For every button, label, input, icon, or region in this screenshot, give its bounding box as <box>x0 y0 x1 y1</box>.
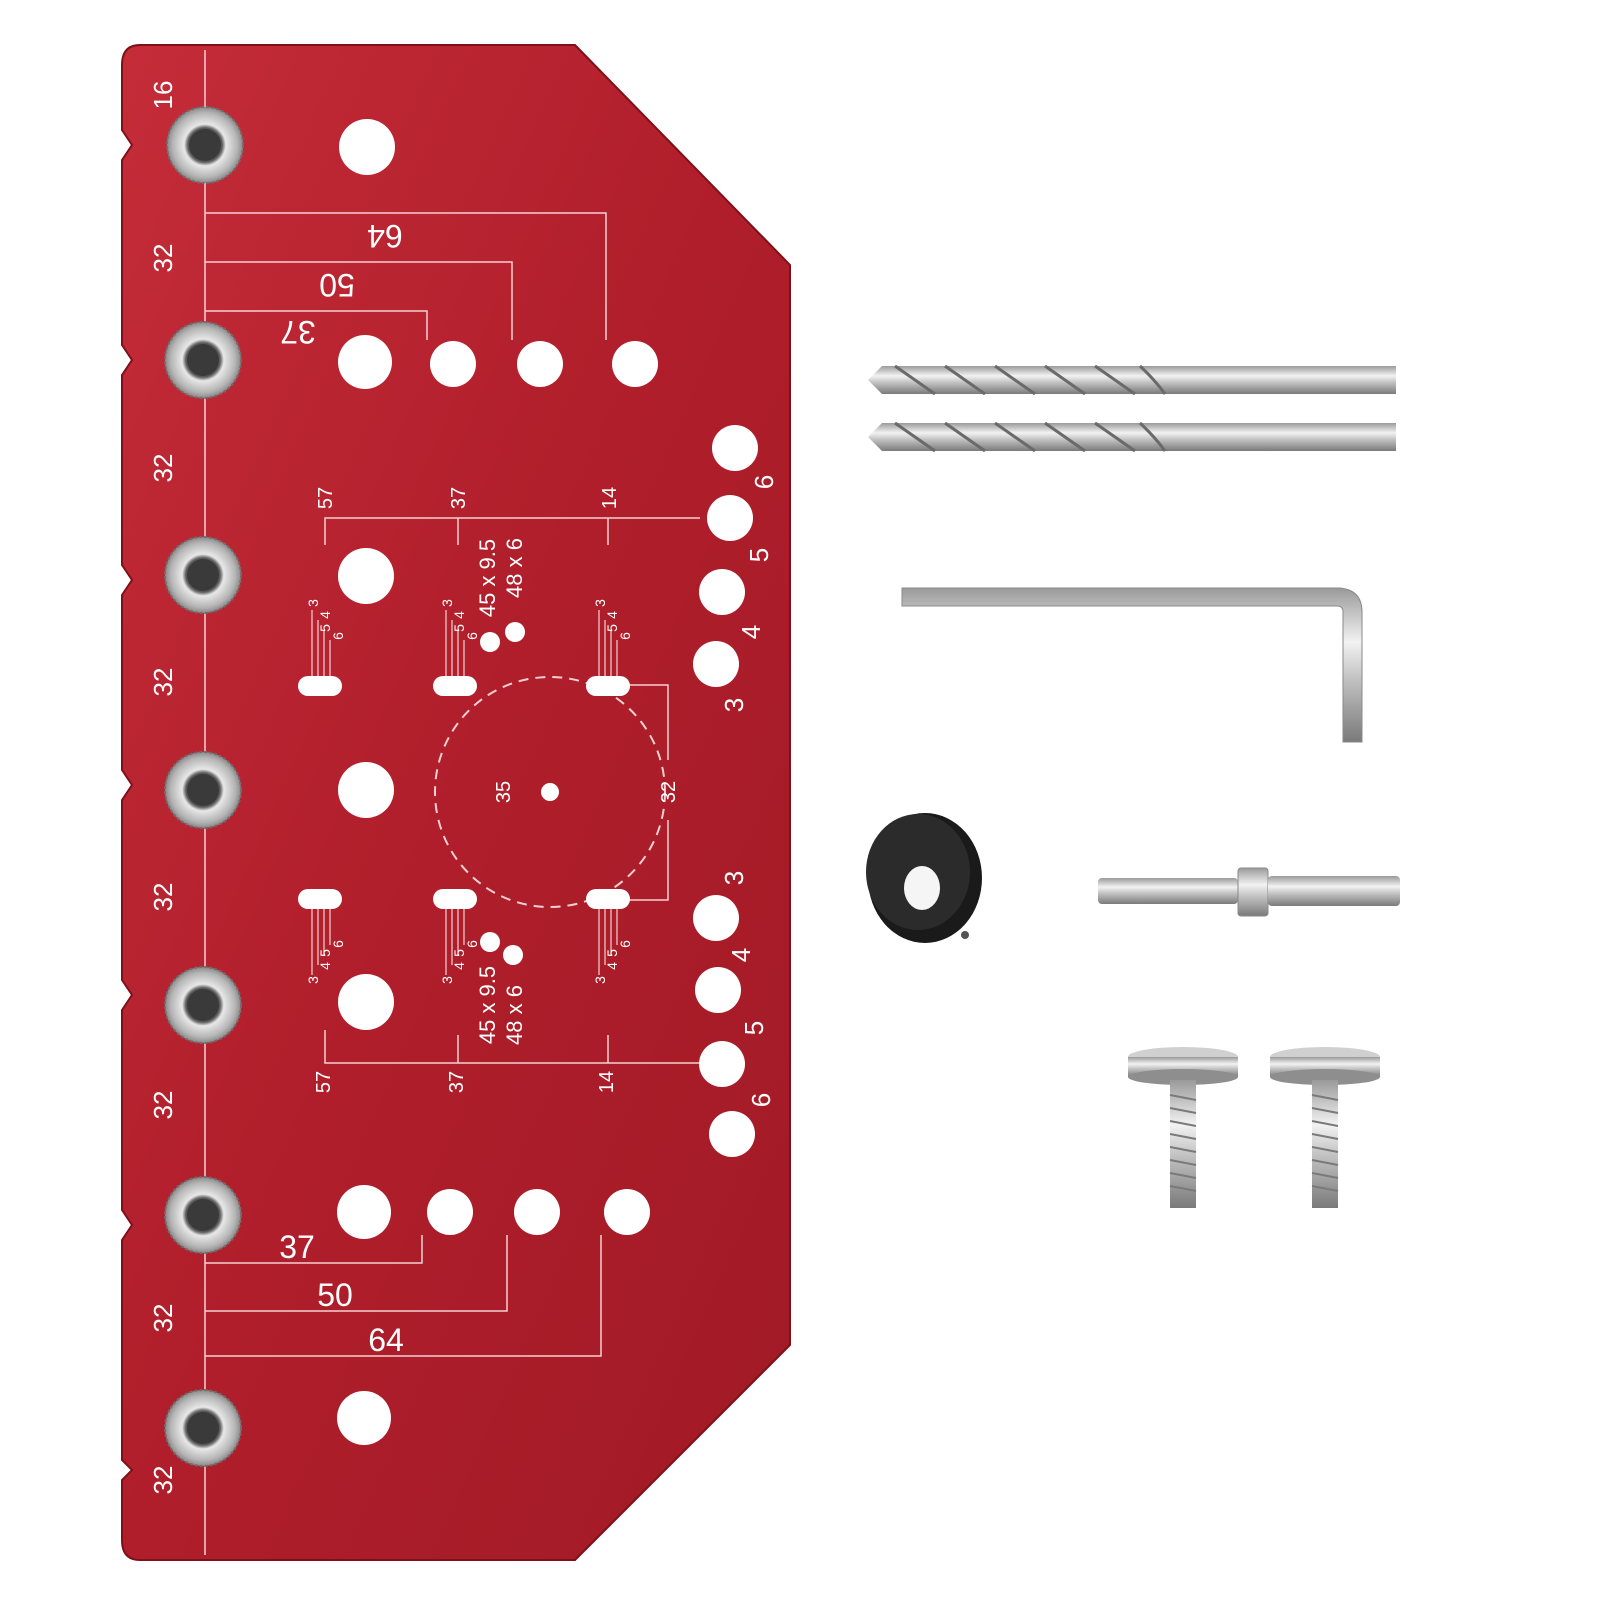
edge-mark-8: 32 <box>148 1466 178 1495</box>
spec-top-2: 48 x 6 <box>502 538 527 598</box>
slot-mark: 5 <box>604 624 620 632</box>
top-section-lines <box>324 517 700 760</box>
size-label-bottom-3: 3 <box>719 871 749 885</box>
slot-mark: 4 <box>451 611 467 619</box>
drill-bit-1 <box>868 364 1396 396</box>
top-dimension-labels: 64 50 37 <box>280 218 403 350</box>
drilling-jig-plate: 16 32 32 32 32 32 32 32 64 50 37 37 50 6… <box>121 44 791 1561</box>
center-dim-35: 35 <box>493 781 515 803</box>
edge-mark-2: 32 <box>148 244 178 273</box>
edge-mark-4: 32 <box>148 668 178 697</box>
bottom-section-14: 14 <box>596 1071 618 1093</box>
spec-labels: 45 x 9.5 48 x 6 45 x 9.5 48 x 6 <box>475 538 527 1045</box>
edge-mark-5: 32 <box>148 883 178 912</box>
spec-bottom-2: 48 x 6 <box>502 985 527 1045</box>
slot-mark: 3 <box>592 599 608 607</box>
top-section-14: 14 <box>599 487 621 509</box>
slot-mark: 6 <box>617 940 633 948</box>
edge-mark-1: 16 <box>148 81 178 110</box>
thumb-screw-2 <box>1270 1047 1380 1208</box>
slot-mark: 4 <box>317 962 333 970</box>
slot-mark: 3 <box>305 976 321 984</box>
slot-mark: 3 <box>305 599 321 607</box>
bottom-section-37: 37 <box>446 1071 468 1093</box>
centering-pin <box>1098 867 1400 917</box>
center-dim-32: 32 <box>658 781 680 803</box>
slot-marks-top: 3 4 5 6 3 4 5 6 3 4 5 6 <box>305 599 633 640</box>
bottom-section-57: 57 <box>313 1071 335 1093</box>
slot-mark: 5 <box>451 624 467 632</box>
bottom-dimension-labels: 37 50 64 <box>279 1229 404 1358</box>
edge-mark-6: 32 <box>148 1091 178 1120</box>
bottom-dim-50: 50 <box>317 1277 353 1313</box>
top-dimension-lines <box>205 212 607 340</box>
center-labels: 35 32 <box>493 781 680 803</box>
slot-mark: 4 <box>451 962 467 970</box>
edge-marks: 16 32 32 32 32 32 32 32 <box>148 81 178 1495</box>
slot-ticks <box>311 610 618 975</box>
slot-mark: 5 <box>451 949 467 957</box>
slot-mark: 6 <box>330 632 346 640</box>
slot-mark: 6 <box>617 632 633 640</box>
slot-mark: 5 <box>604 949 620 957</box>
size-label-top-5: 5 <box>744 548 774 562</box>
stop-collar <box>866 813 982 943</box>
size-label-top-4: 4 <box>736 625 766 639</box>
top-section-labels: 57 37 14 <box>315 487 621 509</box>
bottom-dimension-lines <box>205 1235 602 1357</box>
size-label-top-6: 6 <box>749 475 779 489</box>
slot-mark: 4 <box>604 962 620 970</box>
slot-mark: 6 <box>464 632 480 640</box>
slots <box>298 676 630 909</box>
spec-top-1: 45 x 9.5 <box>475 539 500 617</box>
thumb-screw-1 <box>1128 1047 1238 1208</box>
edge-mark-7: 32 <box>148 1304 178 1333</box>
slot-mark: 5 <box>317 624 333 632</box>
bottom-section-lines <box>324 820 700 1064</box>
slot-mark: 4 <box>604 611 620 619</box>
knurled-bushings <box>164 106 244 1467</box>
slot-mark: 4 <box>317 611 333 619</box>
guide-holes <box>337 119 758 1445</box>
size-label-bottom-6: 6 <box>746 1093 776 1107</box>
top-dim-37: 37 <box>280 314 316 350</box>
size-label-bottom-4: 4 <box>726 948 756 962</box>
top-dim-64: 64 <box>367 218 403 254</box>
top-section-57: 57 <box>315 487 337 509</box>
slot-marks-bottom: 3 4 5 6 3 4 5 6 3 4 5 6 <box>305 940 633 984</box>
top-dim-50: 50 <box>319 267 355 303</box>
slot-mark: 6 <box>464 940 480 948</box>
bottom-section-labels: 57 37 14 <box>313 1071 618 1093</box>
top-section-37: 37 <box>448 487 470 509</box>
center-hole <box>541 783 559 801</box>
bottom-dim-37: 37 <box>279 1229 315 1265</box>
hinge-cup-circle <box>434 676 666 908</box>
size-label-top-3: 3 <box>719 698 749 712</box>
right-size-labels: 6 5 4 3 3 4 5 6 <box>719 475 779 1107</box>
slot-mark: 3 <box>439 599 455 607</box>
slot-mark: 5 <box>317 949 333 957</box>
slot-mark: 3 <box>592 976 608 984</box>
slot-mark: 3 <box>439 976 455 984</box>
size-label-bottom-5: 5 <box>739 1021 769 1035</box>
bottom-dim-64: 64 <box>368 1322 404 1358</box>
spec-bottom-1: 45 x 9.5 <box>475 966 500 1044</box>
hex-key <box>901 587 1363 743</box>
slot-mark: 6 <box>330 940 346 948</box>
edge-mark-3: 32 <box>148 454 178 483</box>
drill-bit-2 <box>868 421 1396 453</box>
